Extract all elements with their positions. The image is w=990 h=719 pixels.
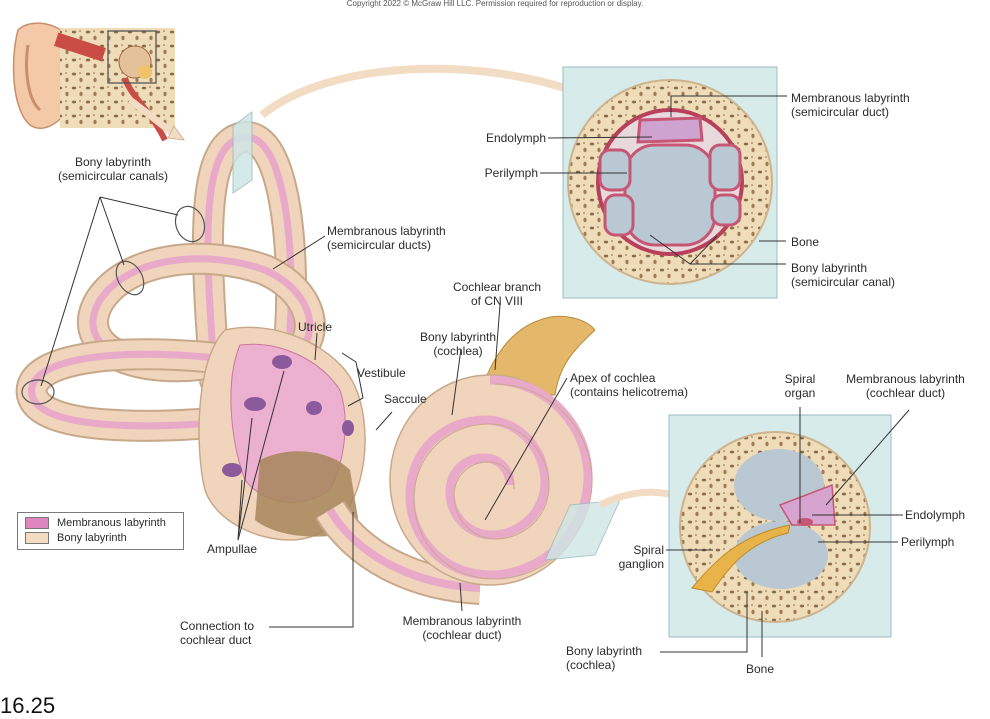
ampulla: [272, 355, 292, 369]
ear-thumbnail: [12, 22, 175, 142]
label-panel2-bone: Bone: [746, 662, 775, 676]
label-panel2-bony-labyrinth: Bony labyrinth (cochlea): [566, 644, 643, 672]
semicircular-canal-section-panel: [562, 66, 778, 299]
cochlea-section-panel: [668, 414, 892, 638]
label-utricle: Utricle: [298, 320, 333, 334]
label-panel1-perilymph: Perilymph: [484, 166, 538, 180]
legend: Membranous labyrinth Bony labyrinth: [17, 512, 184, 550]
label-apex-of-cochlea: Apex of cochlea (contains helicotrema): [570, 371, 689, 399]
label-ampullae: Ampullae: [207, 542, 258, 556]
label-membranous-semicircular-ducts: Membranous labyrinth (semicircular ducts…: [327, 224, 446, 252]
label-spiral-organ: Spiral organ: [784, 372, 816, 400]
legend-item-bony: Bony labyrinth: [25, 532, 127, 545]
label-connection-to-cochlear-duct: Connection to cochlear duct: [180, 619, 255, 647]
label-panel2-perilymph: Perilymph: [901, 535, 955, 549]
label-panel1-endolymph: Endolymph: [485, 131, 546, 145]
ampulla: [244, 397, 266, 411]
label-membranous-cochlear-duct: Membranous labyrinth (cochlear duct): [402, 614, 522, 642]
arrow-to-canal-panel: [259, 64, 587, 119]
label-cochlear-branch: Cochlear branch of CN VIII: [452, 280, 542, 308]
canal-ring: [21, 379, 55, 405]
vestibule: [198, 326, 366, 541]
ampulla: [342, 420, 354, 436]
leader-lines: [40, 95, 910, 657]
label-panel1-bone: Bone: [791, 235, 820, 249]
legend-swatch-membranous: [25, 517, 49, 530]
label-bony-labyrinth-cochlea: Bony labyrinth (cochlea): [419, 330, 497, 358]
label-bony-labyrinth-semicircular-canals: Bony labyrinth (semicircular canals): [57, 155, 169, 183]
ampulla: [222, 463, 242, 477]
label-vestibule: Vestibule: [357, 366, 406, 380]
copyright-notice: Copyright 2022 © McGraw Hill LLC. Permis…: [346, 0, 644, 8]
ampulla: [306, 401, 322, 415]
canal-section-plane: [232, 111, 253, 194]
thumbnail-zoom-box: [107, 30, 157, 84]
label-saccule: Saccule: [384, 392, 427, 406]
label-panel2-membranous-labyrinth: Membranous labyrinth (cochlear duct): [846, 372, 965, 400]
cochlear-nerve: [479, 315, 596, 396]
label-spiral-ganglion: Spiral ganglion: [618, 543, 664, 571]
label-panel1-bony-labyrinth: Bony labyrinth (semicircular canal): [791, 261, 896, 289]
label-panel2-endolymph: Endolymph: [905, 508, 966, 522]
legend-item-membranous: Membranous labyrinth: [25, 517, 166, 530]
legend-swatch-bony: [25, 532, 49, 545]
figure-number: 16.25: [0, 693, 56, 718]
label-panel1-membranous-labyrinth: Membranous labyrinth (semicircular duct): [791, 91, 910, 119]
canal-ring: [174, 205, 206, 243]
cochlea: [315, 374, 593, 605]
canal-ring: [115, 260, 145, 296]
